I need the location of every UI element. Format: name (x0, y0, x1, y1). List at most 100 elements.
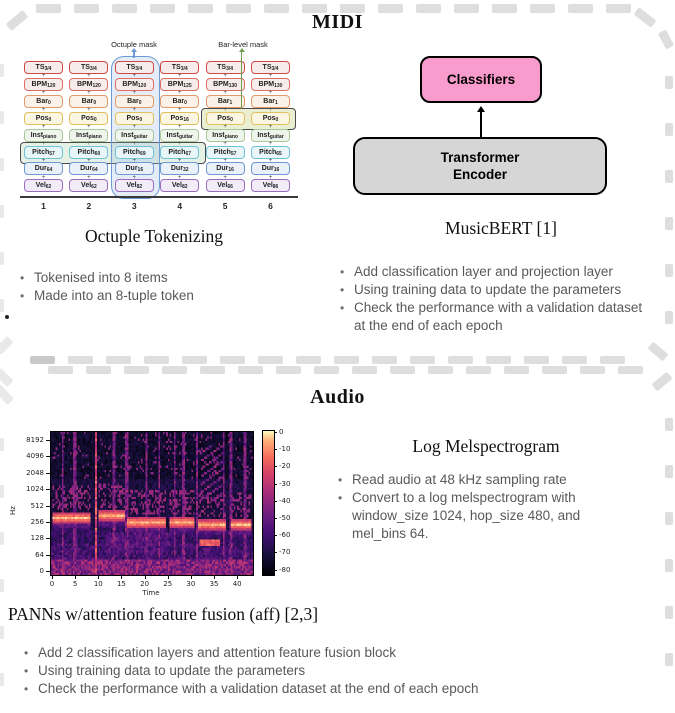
token-subscript: 64 (92, 167, 98, 174)
x-tick-label: 15 (116, 580, 126, 588)
token-label: Inst (166, 131, 179, 139)
bar-mask-arrow-head (238, 48, 245, 52)
colorbar-tick-label: -80 (279, 565, 291, 574)
frame-dash (665, 217, 673, 230)
colorbar-tickmark (274, 569, 277, 571)
audio-bullet-text: Convert to a log melspectrogram with win… (352, 490, 581, 541)
melspec-title: Log Melspectrogram (412, 436, 560, 456)
plus-connector: + (223, 157, 227, 164)
frame-dash (665, 311, 673, 324)
colorbar-tickmark (274, 552, 277, 554)
colorbar-tickmark (274, 535, 277, 537)
stray-bullet-dot (5, 315, 9, 319)
token-label: Bar (36, 97, 48, 105)
token-subscript: 64 (46, 167, 53, 174)
bullet-marker: • (24, 682, 29, 696)
x-tick-label: 5 (72, 580, 78, 588)
plus-connector: + (223, 174, 227, 181)
midi-right-bullets: •Add classification layer and projection… (340, 263, 652, 335)
frame-dash (665, 76, 673, 89)
midi-left-bullet-text: Made into an 8-tuple token (34, 288, 194, 303)
colorbar-tickmark (274, 449, 277, 451)
plus-connector: + (132, 174, 137, 181)
token-label: Pos (170, 114, 184, 122)
frame-dash (0, 532, 4, 545)
panns-bullet-item-3: • Check the performance with a validation… (24, 680, 652, 698)
encoder-to-classifier-arrow-head (477, 106, 485, 112)
token-label: Bar (172, 97, 185, 105)
colorbar-tickmark (274, 432, 277, 433)
x-tick-label: 40 (232, 580, 242, 588)
colorbar-tickmark (274, 518, 277, 519)
token-subscript: piano (88, 133, 102, 140)
plus-connector: + (177, 123, 182, 130)
panns-bullet-item-1: •Add 2 classification layers and attenti… (24, 644, 652, 662)
token-subscript: 62 (91, 184, 97, 191)
frame-dash (36, 4, 61, 13)
frame-dash (334, 356, 359, 364)
colorbar-tick-label: -20 (279, 462, 291, 471)
panns-bullet-item-2: •Using training data to update the param… (24, 662, 652, 680)
token-subscript: 0 (93, 116, 97, 123)
column-number-4: 4 (177, 201, 183, 211)
frame-dash (276, 366, 301, 374)
audio-bullet-item-2: •Convert to a log melspectrogram with wi… (338, 489, 614, 543)
token-label: Inst (121, 131, 134, 139)
plus-connector: + (223, 107, 227, 113)
token-subscript: 62 (45, 184, 52, 191)
y-tickmark (46, 538, 50, 540)
frame-dash (0, 367, 14, 388)
column-number-1: 1 (41, 201, 46, 211)
x-tickmark (237, 575, 239, 579)
token-label: Dur (34, 165, 47, 173)
x-tickmark (98, 575, 100, 579)
x-tick-label: 0 (49, 580, 55, 588)
midi-right-bullet-item-1: •Add classification layer and projection… (340, 263, 652, 281)
bar-level-mask-label: Bar-level mask (218, 40, 268, 49)
frame-dash (0, 299, 4, 312)
plus-connector: + (41, 157, 46, 164)
colorbar-tickmark (274, 500, 277, 502)
token-subscript: 0 (275, 116, 279, 123)
frame-dash (416, 4, 441, 13)
bullet-marker: • (20, 271, 25, 285)
midi-right-bullet-item-3: • Check the performance with a validation… (340, 299, 652, 335)
audio-bullet-text: Read audio at 48 kHz sampling rate (352, 472, 567, 487)
token-subscript: 0 (48, 116, 52, 123)
midi-right-bullet-text: Check the performance with a validation … (354, 300, 643, 333)
frame-dash (264, 4, 289, 13)
plus-connector: + (87, 73, 91, 80)
midi-left-bullets: •Tokenised into 8 items•Made into an 8-t… (20, 269, 320, 305)
x-tick-label: 30 (186, 580, 196, 588)
plus-connector: + (177, 90, 182, 97)
frame-dash (296, 356, 321, 364)
bullet-marker: • (340, 301, 345, 315)
frame-dash (665, 465, 673, 478)
plus-connector: + (177, 140, 182, 147)
token-subscript: 69 (140, 150, 146, 157)
panns-bullet-text: Check the performance with a validation … (38, 681, 479, 696)
token-label: Dur (170, 165, 183, 173)
token-subscript: 57 (230, 150, 237, 157)
frame-dash (647, 341, 669, 362)
plus-connector: + (223, 140, 227, 147)
frame-dash (68, 356, 93, 364)
token-subscript: 16 (183, 116, 189, 123)
